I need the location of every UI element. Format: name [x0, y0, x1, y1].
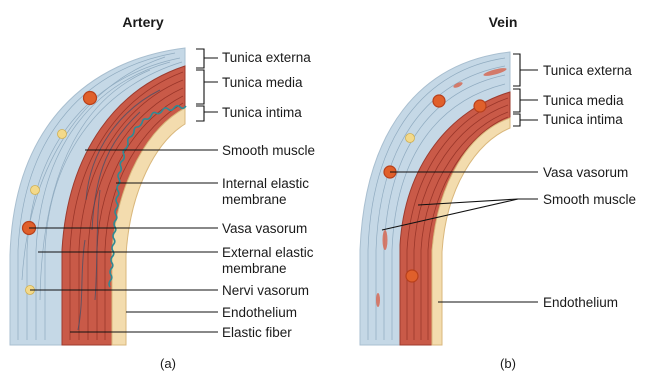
- artery-label-endothelium: Endothelium: [222, 305, 297, 320]
- artery-label-external-elastic: External elastic: [222, 245, 314, 260]
- artery-brackets: [196, 49, 218, 121]
- vein-vasa-vasorum-dot: [406, 270, 418, 282]
- artery-label-elastic-fiber: Elastic fiber: [222, 325, 292, 340]
- vein-vasa-vasorum-dot: [474, 100, 486, 112]
- artery-label-internal-elastic: Internal elastic: [222, 176, 309, 191]
- artery-nervi-vasorum-dot: [31, 186, 40, 195]
- artery-label-nervi-vasorum: Nervi vasorum: [222, 283, 309, 298]
- vein-illustration: [360, 52, 510, 345]
- vein-vasa-vasorum-dot: [433, 95, 445, 107]
- artery-caption: (a): [160, 356, 176, 371]
- artery-label-smooth-muscle: Smooth muscle: [222, 143, 315, 158]
- vein-caption: (b): [500, 356, 516, 371]
- artery-label-tunica-externa: Tunica externa: [222, 50, 311, 65]
- artery-label-internal-elastic-membrane: membrane: [222, 192, 287, 207]
- artery-nervi-vasorum-dot: [58, 130, 67, 139]
- vein-label-tunica-externa: Tunica externa: [543, 63, 632, 78]
- vein-label-endothelium: Endothelium: [543, 295, 618, 310]
- vein-label-vasa-vasorum: Vasa vasorum: [543, 165, 628, 180]
- artery-label-tunica-media: Tunica media: [222, 75, 303, 90]
- artery-title: Artery: [122, 14, 163, 30]
- artery-label-tunica-intima: Tunica intima: [222, 105, 302, 120]
- artery-label-vasa-vasorum: Vasa vasorum: [222, 221, 307, 236]
- vein-nervi-vasorum-dot: [406, 134, 415, 143]
- artery-illustration: [10, 48, 186, 345]
- artery-vasa-vasorum-dot: [84, 92, 97, 105]
- vein-label-tunica-media: Tunica media: [543, 93, 624, 108]
- vein-brackets: [513, 54, 538, 126]
- vein-label-smooth-muscle: Smooth muscle: [543, 192, 636, 207]
- vein-label-tunica-intima: Tunica intima: [543, 112, 623, 127]
- vein-title: Vein: [489, 14, 518, 30]
- artery-label-external-elastic-membrane: membrane: [222, 261, 287, 276]
